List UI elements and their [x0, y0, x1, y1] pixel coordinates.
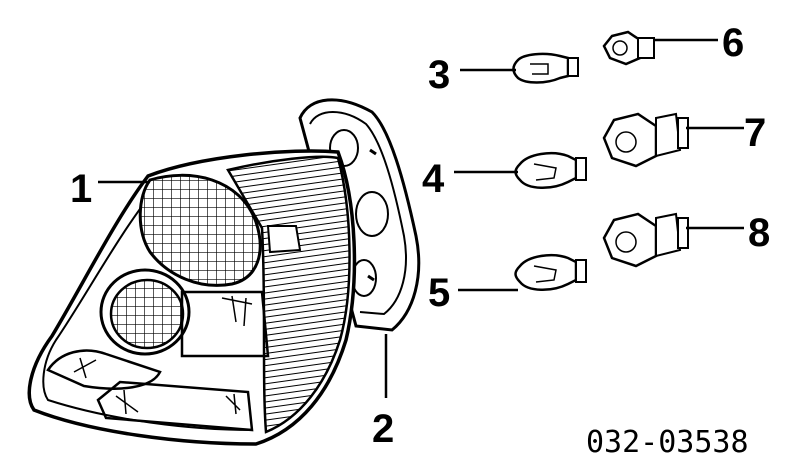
part-number-code: 032-03538: [586, 425, 749, 460]
bulb-4: [514, 152, 587, 189]
callout-2: 2: [372, 407, 394, 451]
socket-8: [602, 212, 689, 268]
callout-5: 5: [428, 271, 450, 315]
socket-6: [602, 30, 655, 66]
tail-lamp-assembly: [27, 149, 357, 446]
socket-7: [602, 112, 689, 168]
callout-numbers: 1 2 3 4 5 6 7 8: [70, 21, 770, 451]
bulb-5: [514, 254, 587, 291]
callout-4: 4: [422, 157, 445, 201]
callout-6: 6: [722, 21, 744, 65]
bulb-3: [512, 52, 579, 84]
callout-3: 3: [428, 53, 450, 97]
callout-1: 1: [70, 167, 92, 211]
callout-8: 8: [748, 211, 770, 255]
leader-lines: [98, 38, 744, 398]
callout-7: 7: [744, 111, 766, 155]
